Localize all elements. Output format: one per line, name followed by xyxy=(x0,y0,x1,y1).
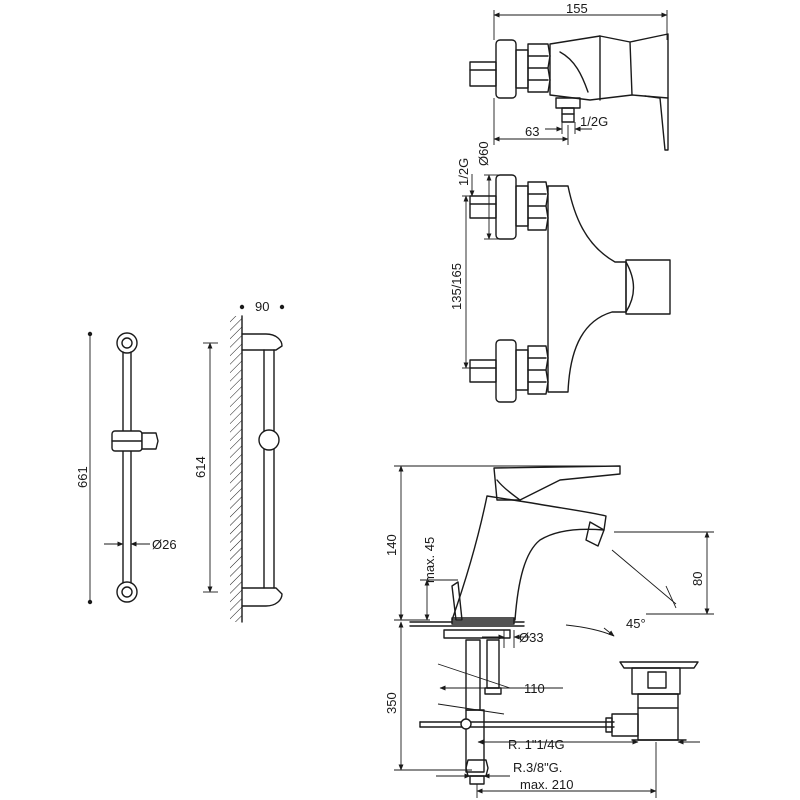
dim-dia26: Ø26 xyxy=(152,537,177,552)
dim-135-165: 135/165 xyxy=(449,263,464,310)
slide-rail-front: 661 Ø26 xyxy=(75,331,177,605)
dim-thread-side: 1/2G xyxy=(456,158,471,186)
dim-r114: R. 1"1/4G xyxy=(508,737,565,752)
dim-350: 350 xyxy=(384,692,399,714)
dim-661: 661 xyxy=(75,466,90,488)
dim-614: 614 xyxy=(193,456,208,478)
shower-mixer-top-view: 155 63 1/2G xyxy=(469,1,669,151)
dim-140: 140 xyxy=(384,534,399,556)
dim-dia33: Ø33 xyxy=(519,630,544,645)
dim-max45: max. 45 xyxy=(422,537,437,583)
basin-mixer: 140 max. 45 80 45° Ø33 xyxy=(384,465,714,798)
slide-rail-side: 90 614 xyxy=(193,299,285,623)
dim-deg45: 45° xyxy=(626,616,646,631)
dim-80: 80 xyxy=(690,572,705,586)
dim-63: 63 xyxy=(525,124,539,139)
dim-110: 110 xyxy=(524,681,545,696)
dim-dia60: Ø60 xyxy=(476,141,491,166)
dim-thread-top: 1/2G xyxy=(580,114,608,129)
dim-max210: max. 210 xyxy=(520,777,573,792)
shower-mixer-front-view: 135/165 Ø60 1/2G xyxy=(449,141,671,403)
dim-155: 155 xyxy=(566,1,588,16)
dim-r38: R.3/8"G. xyxy=(513,760,562,775)
dim-90: 90 xyxy=(255,299,269,314)
